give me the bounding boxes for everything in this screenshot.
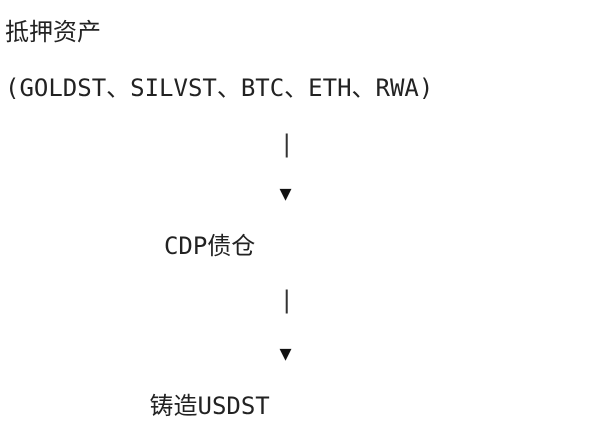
cdp-vault-node: CDP债仓: [5, 232, 255, 260]
down-arrow-icon: ▼: [279, 181, 292, 205]
vertical-line-icon: |: [279, 130, 294, 158]
mint-usdst-node: 铸造USDST: [5, 392, 270, 420]
down-arrow-icon: ▼: [279, 341, 292, 365]
connector-arrow-1: ▼: [5, 178, 292, 206]
cdp-vault-label: CDP债仓: [163, 232, 256, 260]
vertical-line-icon: |: [279, 286, 294, 314]
connector-pipe-2: |: [5, 286, 294, 314]
collateral-assets-title: 抵押资产: [5, 18, 101, 46]
mint-usdst-label: 铸造USDST: [149, 392, 270, 420]
collateral-assets-list: (GOLDST、SILVST、BTC、ETH、RWA): [5, 74, 434, 102]
connector-arrow-2: ▼: [5, 338, 292, 366]
connector-pipe-1: |: [5, 130, 294, 158]
